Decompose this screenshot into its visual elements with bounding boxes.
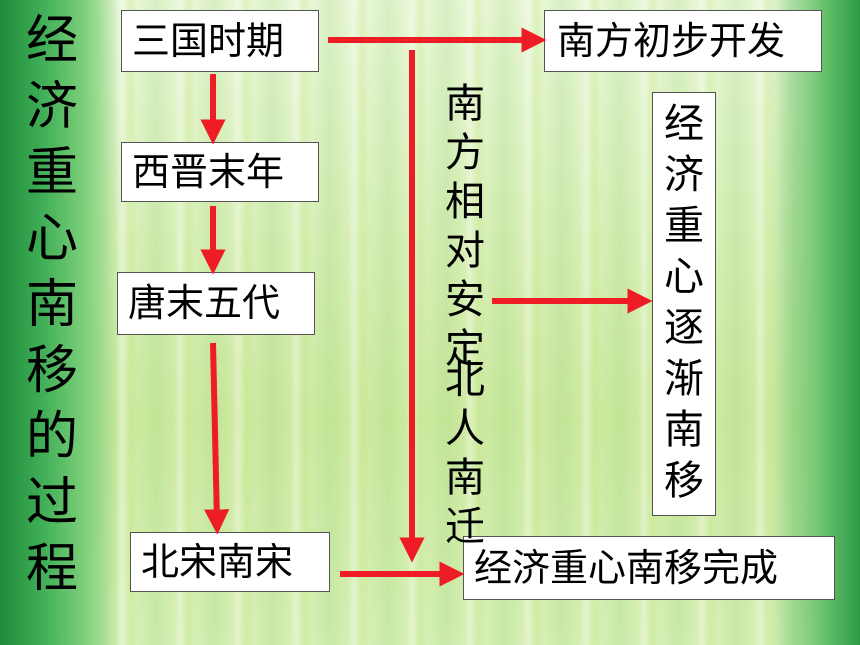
outcome-shift-complete: 经济重心南移完成 — [463, 536, 835, 600]
reason-south-stable: 南方相对安定 — [445, 81, 485, 372]
period-late-tang-five-dynasties: 唐末五代 — [117, 272, 315, 335]
period-three-kingdoms: 三国时期 — [121, 10, 319, 72]
outcome-gradual-shift: 经济重心逐渐南移 — [652, 92, 716, 516]
left-decor-band — [0, 0, 120, 645]
period-song: 北宋南宋 — [130, 532, 330, 592]
period-late-western-jin: 西晋末年 — [121, 142, 319, 202]
outcome-initial-development: 南方初步开发 — [544, 10, 822, 72]
arrow-tang-to-song — [204, 342, 230, 535]
reason-north-migration: 北人南迁 — [445, 357, 485, 550]
page-title: 经济重心南移的过程 — [25, 11, 78, 599]
